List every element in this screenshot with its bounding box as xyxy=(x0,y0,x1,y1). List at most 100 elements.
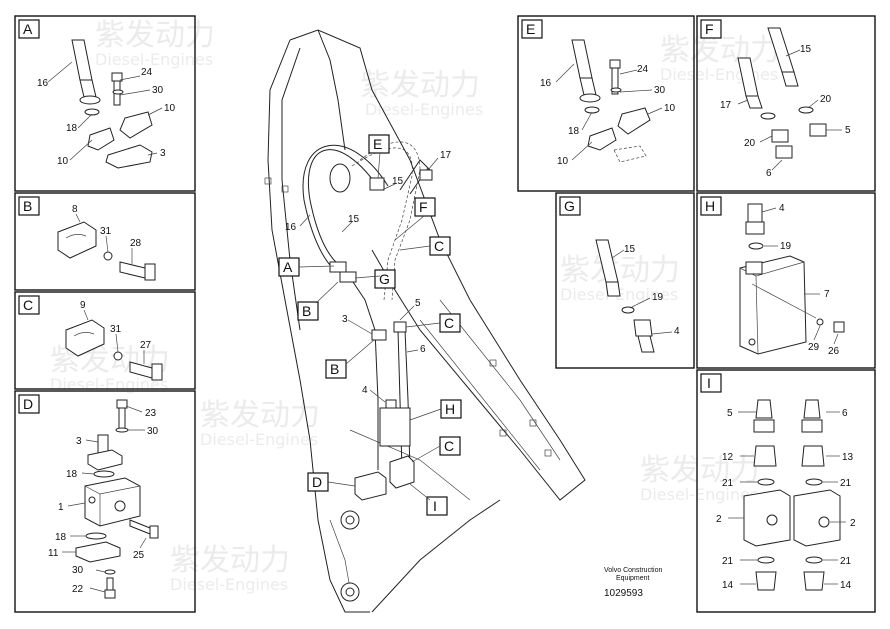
label-30: 30 xyxy=(147,426,159,437)
label-24: 24 xyxy=(141,67,153,78)
watermark-cn: 紫发动力 xyxy=(640,453,760,488)
label-3: 3 xyxy=(342,314,348,325)
panel-a: A 16 24 30 10 18 10 3 xyxy=(14,15,196,192)
label-18: 18 xyxy=(66,123,78,134)
label-10: 10 xyxy=(664,103,676,114)
caption-line2: Equipment xyxy=(616,575,650,582)
watermark-en: Diesel-Engines xyxy=(200,430,318,449)
callout-e: E xyxy=(373,136,382,152)
label-31: 31 xyxy=(110,324,122,335)
label-3: 3 xyxy=(76,436,82,447)
label-22: 22 xyxy=(72,584,84,595)
label-30: 30 xyxy=(152,85,164,96)
panel-e: E 16 24 30 10 18 10 xyxy=(517,15,695,192)
callout-c: C xyxy=(434,238,444,254)
panel-tag: D xyxy=(23,396,33,412)
watermark-en: Diesel-Engines xyxy=(170,575,288,594)
label-4: 4 xyxy=(362,385,368,396)
watermark-en: Diesel-Engines xyxy=(365,100,483,119)
part-number: 1029593 xyxy=(604,588,643,599)
panel-tag: A xyxy=(23,21,33,37)
label-17: 17 xyxy=(720,100,732,111)
label-21: 21 xyxy=(722,556,734,567)
label-10: 10 xyxy=(164,103,176,114)
label-15: 15 xyxy=(348,214,360,225)
callout-b: B xyxy=(330,361,339,377)
label-15: 15 xyxy=(392,176,404,187)
callout-f: F xyxy=(419,199,428,215)
label-5: 5 xyxy=(845,125,851,136)
panel-b: B 8 31 28 xyxy=(14,192,196,291)
panel-tag: G xyxy=(564,198,575,214)
label-27: 27 xyxy=(140,340,152,351)
callout-d: D xyxy=(312,474,322,490)
panel-i: I 5 6 12 13 21 21 xyxy=(696,369,876,613)
label-14: 14 xyxy=(840,580,852,591)
label-25: 25 xyxy=(133,550,145,561)
label-9: 9 xyxy=(80,300,86,311)
label-6: 6 xyxy=(842,408,848,419)
label-16: 16 xyxy=(37,78,49,89)
label-21: 21 xyxy=(722,478,734,489)
label-10: 10 xyxy=(557,156,569,167)
label-6: 6 xyxy=(420,344,426,355)
label-21: 21 xyxy=(840,478,852,489)
watermark-cn: 紫发动力 xyxy=(560,253,680,288)
label-2: 2 xyxy=(716,514,722,525)
label-30: 30 xyxy=(654,85,666,96)
label-17: 17 xyxy=(440,150,452,161)
label-19: 19 xyxy=(780,241,792,252)
caption-line1: Volvo Construction xyxy=(604,567,662,574)
label-11: 11 xyxy=(48,548,59,559)
label-18: 18 xyxy=(568,126,580,137)
label-23: 23 xyxy=(145,408,157,419)
panel-f: F 15 17 20 20 5 6 xyxy=(696,15,876,192)
panel-c: C 9 31 27 xyxy=(14,291,196,390)
panel-tag: F xyxy=(705,21,714,37)
watermark-cn: 紫发动力 xyxy=(660,33,780,68)
watermark-en: Diesel-Engines xyxy=(95,50,213,69)
label-20: 20 xyxy=(744,138,756,149)
label-28: 28 xyxy=(130,238,142,249)
label-6: 6 xyxy=(766,168,772,179)
panel-tag: I xyxy=(707,375,711,391)
watermark-en: Diesel-Engines xyxy=(640,485,758,504)
label-13: 13 xyxy=(842,452,854,463)
watermark-cn: 紫发动力 xyxy=(200,398,320,433)
label-7: 7 xyxy=(824,289,830,300)
callout-c: C xyxy=(444,315,454,331)
label-15: 15 xyxy=(624,244,636,255)
panel-tag: B xyxy=(23,198,32,214)
label-21: 21 xyxy=(840,556,852,567)
panel-d: D 23 30 xyxy=(14,390,196,613)
panel-tag: H xyxy=(705,198,715,214)
callout-h: H xyxy=(445,401,455,417)
label-1: 1 xyxy=(58,502,64,513)
panel-tag: C xyxy=(23,297,33,313)
watermark-cn: 紫发动力 xyxy=(95,18,215,53)
caption: Volvo Construction Equipment 1029593 xyxy=(604,567,662,599)
label-5: 5 xyxy=(727,408,733,419)
label-30: 30 xyxy=(72,565,84,576)
label-14: 14 xyxy=(722,580,734,591)
callout-g: G xyxy=(379,271,390,287)
label-31: 31 xyxy=(100,226,112,237)
callout-b: B xyxy=(302,303,311,319)
label-4: 4 xyxy=(674,326,680,337)
label-18: 18 xyxy=(55,532,67,543)
label-18: 18 xyxy=(66,469,78,480)
label-16: 16 xyxy=(540,78,552,89)
label-20: 20 xyxy=(820,94,832,105)
panel-tag: E xyxy=(526,21,535,37)
panel-g: G 15 19 4 xyxy=(555,192,695,369)
label-16: 16 xyxy=(285,222,297,233)
watermark-cn: 紫发动力 xyxy=(360,68,480,103)
label-10: 10 xyxy=(57,156,69,167)
label-15: 15 xyxy=(800,44,812,55)
label-29: 29 xyxy=(808,342,820,353)
label-3: 3 xyxy=(160,148,166,159)
watermark-en: Diesel-Engines xyxy=(660,65,778,84)
callout-a: A xyxy=(283,259,293,275)
callout-c: C xyxy=(444,438,454,454)
